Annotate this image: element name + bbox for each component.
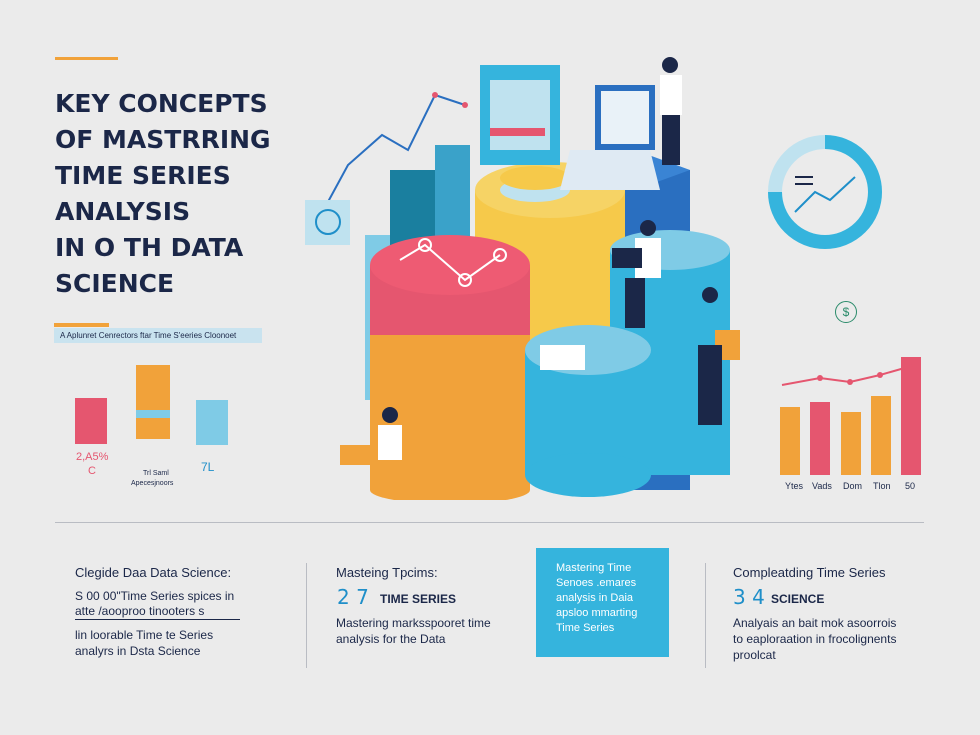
left-bar-orange-stripe (136, 410, 170, 418)
column-4-title: Compleatding Time Series (733, 565, 886, 580)
person-standing-top (660, 57, 682, 165)
left-chart-label: 7L (201, 460, 215, 474)
person-with-tablet (697, 287, 740, 425)
left-bar-blue (196, 400, 228, 445)
title-line: IN O TH DATA (55, 233, 244, 262)
title-line: SCIENCE (55, 269, 175, 298)
column-2-title: Masteing Tpcims: (336, 565, 438, 580)
column-1-rule (75, 619, 240, 620)
highlight-line: analysis in Daia (556, 592, 634, 604)
right-chart-label: Vads (812, 481, 832, 491)
title-line: KEY CONCEPTS (55, 89, 268, 118)
highlight-line: Time Series (556, 622, 615, 634)
laptop (560, 150, 660, 190)
left-chart-label: Apecesjnoors (131, 480, 174, 487)
trend-line (309, 93, 466, 236)
column-2-text: Mastering marksspooret time (336, 616, 491, 630)
left-chart-label: C (88, 465, 96, 477)
person-sitting-laptop (612, 220, 661, 328)
left-bar-pink (75, 398, 107, 444)
column-2-number: 2 7 (337, 585, 369, 609)
donut-chart (768, 135, 882, 249)
right-bar (810, 402, 830, 475)
left-bar-illustration (75, 365, 228, 445)
central-illustration (305, 57, 740, 500)
left-chart-label: 2,A5% (76, 451, 109, 463)
column-1-text: lin loorable Time te Series (75, 628, 214, 642)
right-chart-label: Dom (843, 481, 863, 491)
column-1-title: Clegide Daa Data Science: (75, 565, 232, 580)
title-line: OF MASTRRING (55, 125, 271, 154)
right-bar-chart (780, 357, 921, 475)
floating-tile (305, 200, 350, 245)
column-divider (705, 563, 706, 668)
right-chart-label: 50 (905, 481, 916, 491)
section-divider (55, 522, 924, 523)
right-chart-label: Tlon (873, 481, 891, 491)
right-bar (901, 357, 921, 475)
column-4-text: Analyais an bait mok asoorrois (733, 616, 897, 630)
column-2-label: TIME SERIES (380, 592, 457, 606)
title-line: TIME SERIES (55, 161, 231, 190)
right-bar (871, 396, 891, 475)
right-bar (841, 412, 861, 475)
highlight-box (536, 548, 669, 657)
column-divider (306, 563, 307, 668)
left-chart-label: Trl Saml (143, 470, 169, 477)
right-bar (780, 407, 800, 475)
highlight-line: apsloo mmarting (556, 607, 638, 619)
column-4-text: proolcat (733, 648, 776, 662)
subtitle: A Aplunret Cenrectors ftar Time S'eeries… (60, 331, 237, 340)
page-title: KEY CONCEPTS OF MASTRRING TIME SERIES AN… (55, 86, 305, 302)
column-1-text: S 00 00"Time Series spices in (75, 589, 235, 603)
column-2-text: analysis for the Data (336, 632, 446, 646)
right-chart-label: Ytes (785, 481, 804, 491)
dollar-icon: $ (835, 301, 857, 323)
highlight-line: Senoes .emares (556, 577, 637, 589)
column-4-number: 3 4 (733, 585, 765, 609)
title-accent-line (55, 57, 118, 60)
column-1-text: analyrs in Dsta Science (75, 644, 201, 658)
column-4-text: to eaploraation in frocolignents (733, 632, 897, 646)
column-1-text: atte /aooproo tinooters s (75, 604, 205, 618)
left-bar-orange (136, 365, 170, 439)
highlight-line: Mastering Time (556, 562, 632, 574)
highlight-box-text: Mastering Time Senoes .emares analysis i… (556, 561, 666, 636)
title-line: ANALYSIS (55, 197, 191, 226)
person-sitting-floor (340, 407, 402, 465)
column-4-label: SCIENCE (771, 592, 825, 606)
subtitle-bar (54, 323, 262, 343)
